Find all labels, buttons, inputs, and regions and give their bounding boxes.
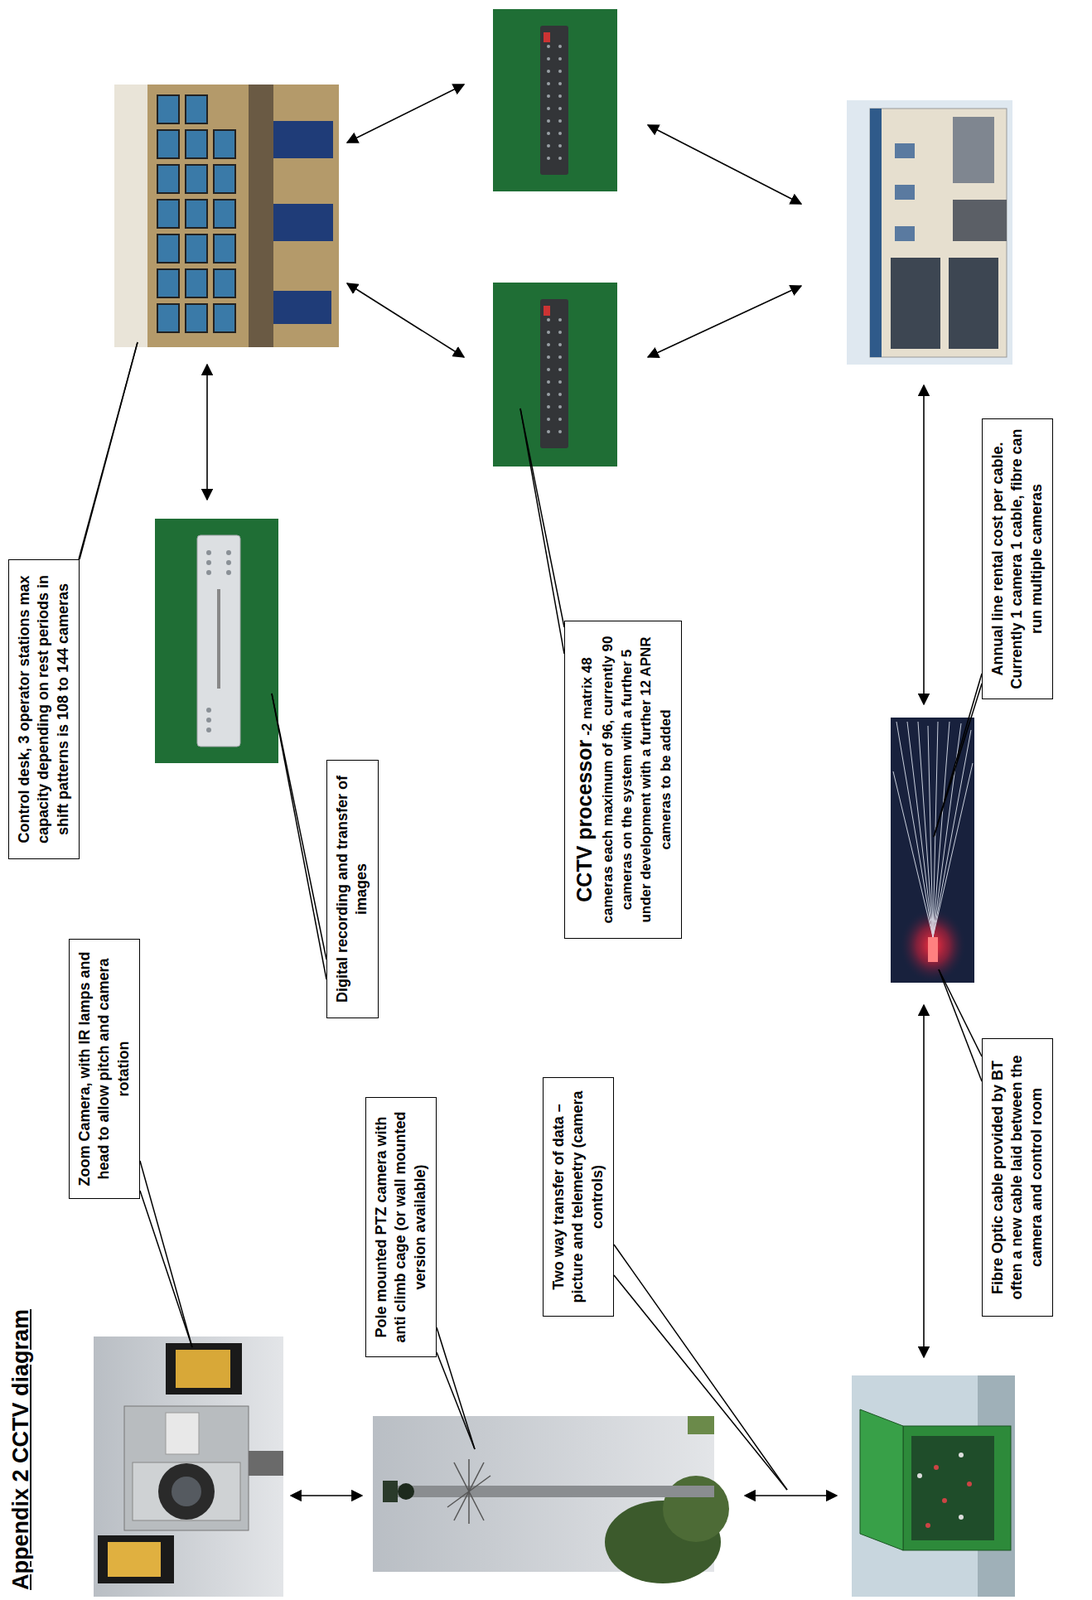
leader-line [140,1190,193,1348]
leader-line [613,1244,788,1490]
control-room-photo [114,84,339,348]
callout-text: Annual line rental cost per cable. Curre… [989,428,1045,689]
leader-line [938,969,982,1082]
leader-line [271,693,327,960]
callout-text: Zoom Camera, with IR lamps and head to a… [76,951,132,1186]
leader-line [78,342,138,560]
callout-box: CCTV processor -2 matrix 48 cameras each… [564,620,682,939]
callout-text: Control desk, 3 operator stations max ca… [15,574,72,844]
callout-box: Zoom Camera, with IR lamps and head to a… [68,938,141,1199]
callout-box: Fibre Optic cable provided by BT often a… [981,1038,1054,1317]
callout-box: Pole mounted PTZ camera with anti climb … [365,1096,437,1358]
callout-box: Two way transfer of data – picture and t… [542,1077,614,1317]
leader-line [79,342,138,560]
callout-box: Annual line rental cost per cable. Curre… [981,418,1054,700]
leader-line [436,1352,475,1450]
leader-line [933,673,982,837]
leader-line [436,1327,475,1450]
camera-photo [93,1336,284,1597]
flow-arrows [207,84,924,1496]
leader-line [520,408,565,628]
callout-text: Pole mounted PTZ camera with anti climb … [372,1111,429,1343]
callout-box: Digital recording and transfer of images [326,759,379,1019]
fibre-optic-photo [890,717,975,983]
callout-text: Digital recording and transfer of images [333,775,370,1003]
leader-line [613,1275,788,1490]
processor-photo [492,9,618,192]
callout-box: Control desk, 3 operator stations max ca… [8,559,80,860]
processor-photo [492,282,618,467]
leader-line [520,408,565,654]
callout-text: Fibre Optic cable provided by BT often a… [989,1054,1045,1300]
diagram-title: Appendix 2 CCTV diagram [8,1309,34,1590]
recorder-photo [154,518,279,764]
building-photo [846,100,1013,365]
leader-line [140,1160,193,1348]
leader-line [271,693,327,980]
callout-heading: CCTV processor [572,739,596,903]
pole-photo [372,1415,730,1584]
cabinet-photo [851,1375,1015,1597]
callout-text: Two way transfer of data – picture and t… [550,1090,606,1303]
leader-line [938,969,982,1057]
